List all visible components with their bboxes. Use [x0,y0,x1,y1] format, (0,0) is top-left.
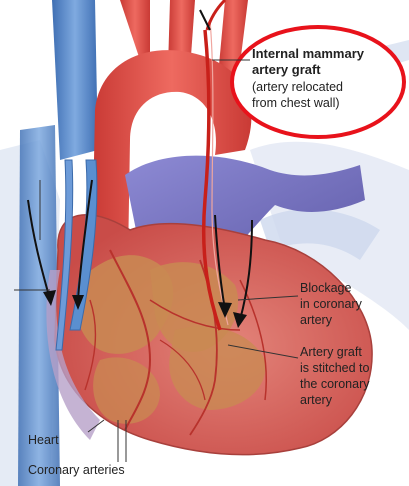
blockage-line2: in coronary [300,297,363,311]
blockage-line1: Blockage [300,281,351,295]
callout-title-line1: Internal mammary [252,46,365,61]
graft-line4: artery [300,393,333,407]
callout-note-line1: (artery relocated [252,80,343,94]
blockage-line3: artery [300,313,333,327]
coronary-arteries-label: Coronary arteries [28,463,125,477]
graft-line1: Artery graft [300,345,362,359]
graft-line2: is stitched to [300,361,370,375]
callout-note-line2: from chest wall) [252,96,340,110]
graft-line3: the coronary [300,377,370,391]
heart-label: Heart [28,433,59,447]
callout-title-line2: artery graft [252,62,321,77]
